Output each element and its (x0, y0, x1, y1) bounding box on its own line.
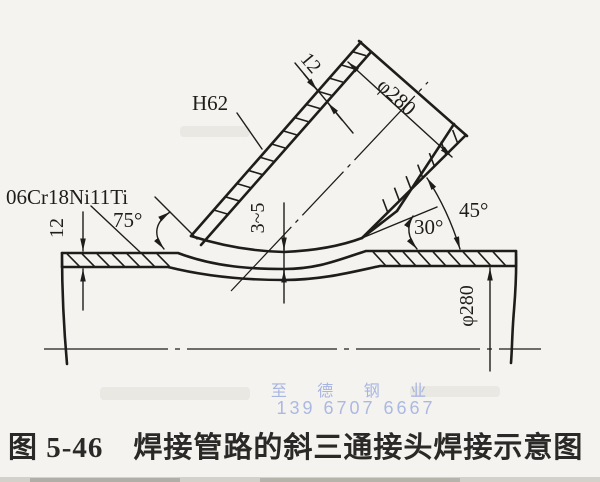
run-left-end (60, 251, 69, 366)
angle30-arc (404, 215, 418, 250)
watermark-line1: 至 德 钢 业 (271, 382, 439, 400)
angle45-arc (426, 177, 461, 250)
section-hatching (66, 50, 507, 267)
angle30-extension-line (361, 206, 438, 239)
branch-inner-left-face (199, 50, 373, 247)
label-branch-material: H62 (192, 91, 228, 115)
scan-ghost-marks (0, 126, 600, 482)
label-branch-wall-12: 12 (296, 48, 326, 77)
dimension-lines (80, 61, 493, 372)
label-angle-75: 75° (113, 208, 142, 232)
figure-caption: 图 5-46 焊接管路的斜三通接头焊接示意图 (8, 430, 583, 464)
branch-wall-dim-arrow2 (327, 102, 343, 121)
leader-branch-material (236, 112, 263, 150)
watermark: 至 德 钢 业 139 6707 6667 (271, 382, 439, 418)
branch-wall-dim-arrow1 (303, 73, 318, 91)
branch-right-bevel-edge (360, 209, 399, 240)
label-run-wall-12: 12 (46, 218, 68, 238)
label-root-gap: 3~5 (247, 203, 269, 234)
watermark-line2: 139 6707 6667 (276, 398, 435, 418)
label-branch-dia-280: φ280 (373, 73, 421, 120)
label-run-dia-280: φ280 (456, 285, 478, 327)
run-pipe (60, 249, 518, 366)
angle75-extension-line (154, 196, 198, 240)
branch-dia-dim-line (347, 61, 453, 158)
branch-saddle-edge (189, 234, 364, 254)
label-run-material: 06Cr18Ni11Ti (6, 185, 128, 209)
leader-run-material (90, 205, 142, 254)
label-angle-45: 45° (459, 198, 488, 222)
branch-inner-right-face (395, 122, 456, 213)
angle75-arc (153, 211, 171, 250)
run-right-end (509, 249, 518, 365)
branch-outer-left-face (189, 40, 363, 238)
label-angle-30: 30° (414, 215, 443, 239)
